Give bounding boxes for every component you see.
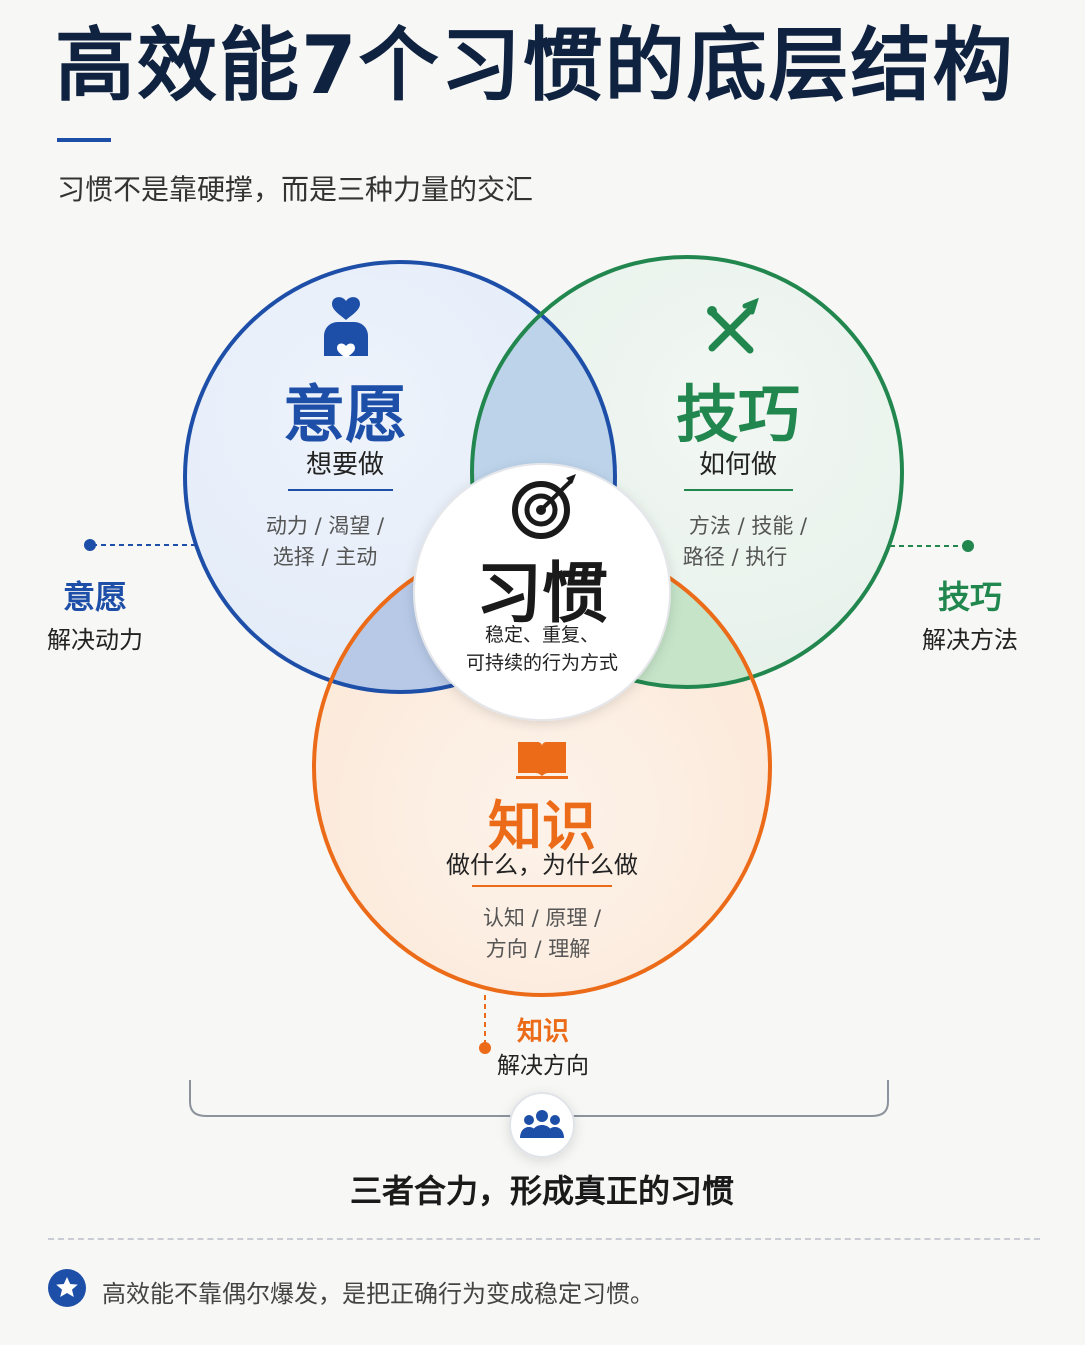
knowledge-detail-line1: 认知 / 原理 / xyxy=(482,906,602,930)
skill-detail-line2: 路径 / 执行 xyxy=(682,545,788,569)
knowledge-detail-line2: 方向 / 理解 xyxy=(485,937,591,961)
center-line1: 稳定、重复、 xyxy=(484,624,599,646)
heart-person-icon xyxy=(324,297,368,358)
will-detail-line2: 选择 / 主动 xyxy=(272,545,378,569)
skill-callout-title: 技巧 xyxy=(937,578,1002,616)
will-callout-text: 解决动力 xyxy=(47,626,143,654)
page-subtitle: 习惯不是靠硬撑，而是三种力量的交汇 xyxy=(57,173,534,206)
tools-icon xyxy=(707,297,759,354)
will-callout-dot xyxy=(84,539,96,551)
skill-callout-text: 解决方法 xyxy=(922,626,1018,654)
knowledge-subtitle: 做什么，为什么做 xyxy=(446,851,638,879)
knowledge-title: 知识 xyxy=(488,794,596,858)
book-icon xyxy=(516,742,568,779)
target-icon xyxy=(512,474,576,539)
center-circle xyxy=(413,463,671,721)
center-title: 习惯 xyxy=(476,554,608,632)
knowledge-callout-dot xyxy=(479,1042,491,1054)
will-detail-line1: 动力 / 渴望 / xyxy=(265,514,385,538)
footer-divider xyxy=(48,1238,1040,1240)
knowledge-callout-title: 知识 xyxy=(516,1017,569,1047)
will-knowledge-overlap xyxy=(314,539,615,692)
summary-text: 三者合力，形成真正的习惯 xyxy=(349,1172,734,1210)
summary-bracket xyxy=(189,1080,889,1117)
knowledge-callout-text: 解决方向 xyxy=(497,1053,589,1079)
skill-knowledge-overlap xyxy=(472,539,770,687)
will-subtitle: 想要做 xyxy=(305,450,384,480)
footer-note: 高效能不靠偶尔爆发，是把正确行为变成稳定习惯。 xyxy=(102,1280,654,1308)
will-callout-title: 意愿 xyxy=(62,578,127,616)
title-underline xyxy=(57,138,111,142)
skill-circle-outline xyxy=(470,255,904,689)
skill-subtitle: 如何做 xyxy=(698,450,777,480)
skill-callout-dot xyxy=(962,540,974,552)
skill-title: 技巧 xyxy=(675,378,800,451)
skill-detail-line1: 方法 / 技能 / xyxy=(688,514,808,538)
will-circle-outline xyxy=(183,260,617,694)
star-shape xyxy=(56,1277,78,1297)
group-icon xyxy=(520,1110,564,1138)
page-title: 高效能7个习惯的底层结构 xyxy=(55,19,1015,112)
will-title: 意愿 xyxy=(282,378,407,451)
center-line2: 可持续的行为方式 xyxy=(465,652,618,674)
